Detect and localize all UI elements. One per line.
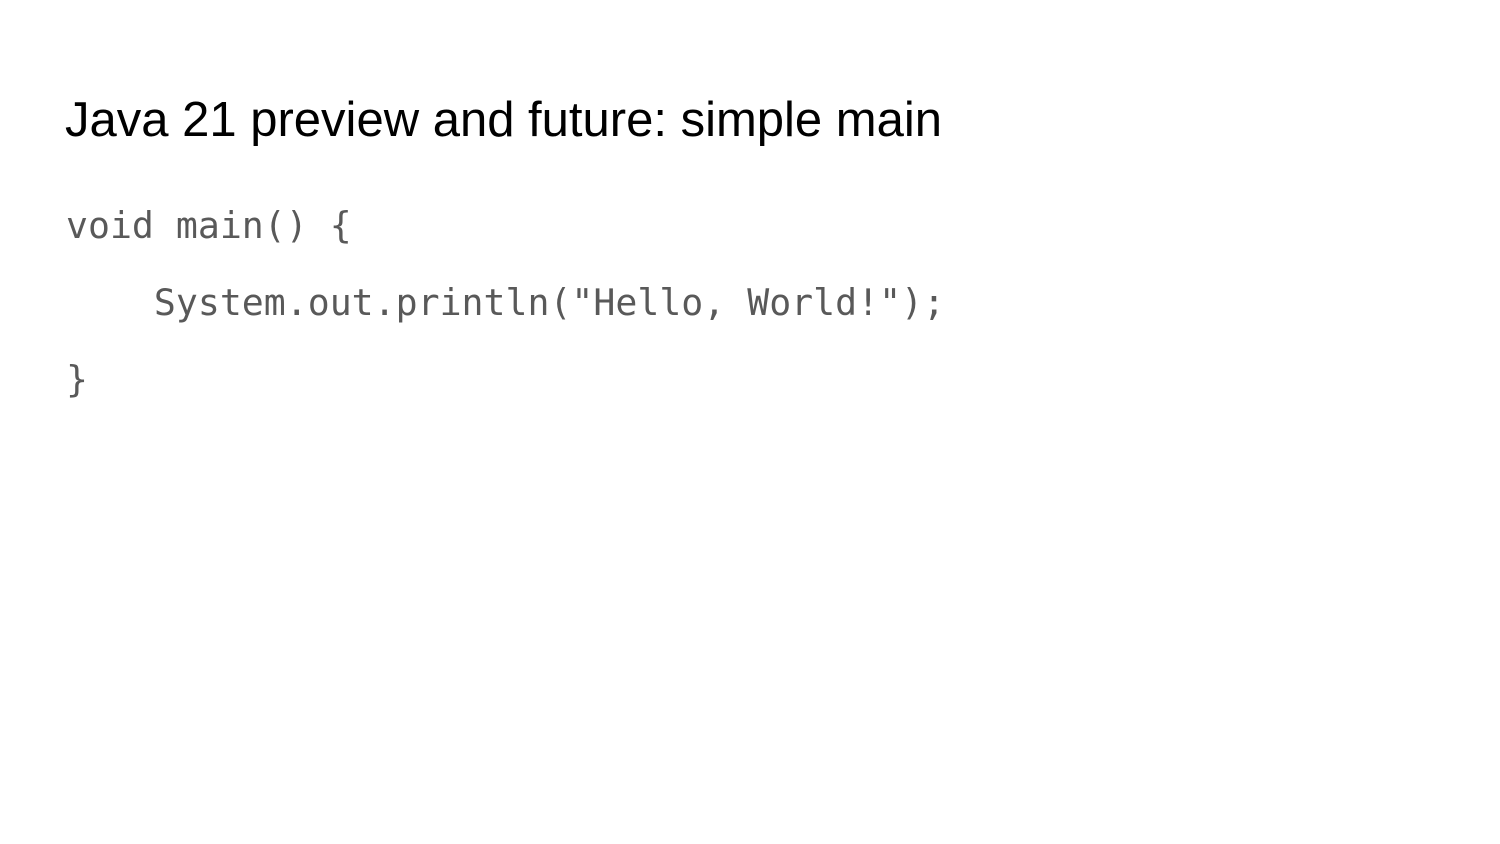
code-block: void main() { System.out.println("Hello,… <box>66 200 945 431</box>
slide-title: Java 21 preview and future: simple main <box>65 93 942 147</box>
code-line-println-statement: System.out.println("Hello, World!"); <box>66 281 945 324</box>
code-line-method-signature: void main() { <box>66 204 352 247</box>
code-line-closing-brace: } <box>66 358 88 401</box>
